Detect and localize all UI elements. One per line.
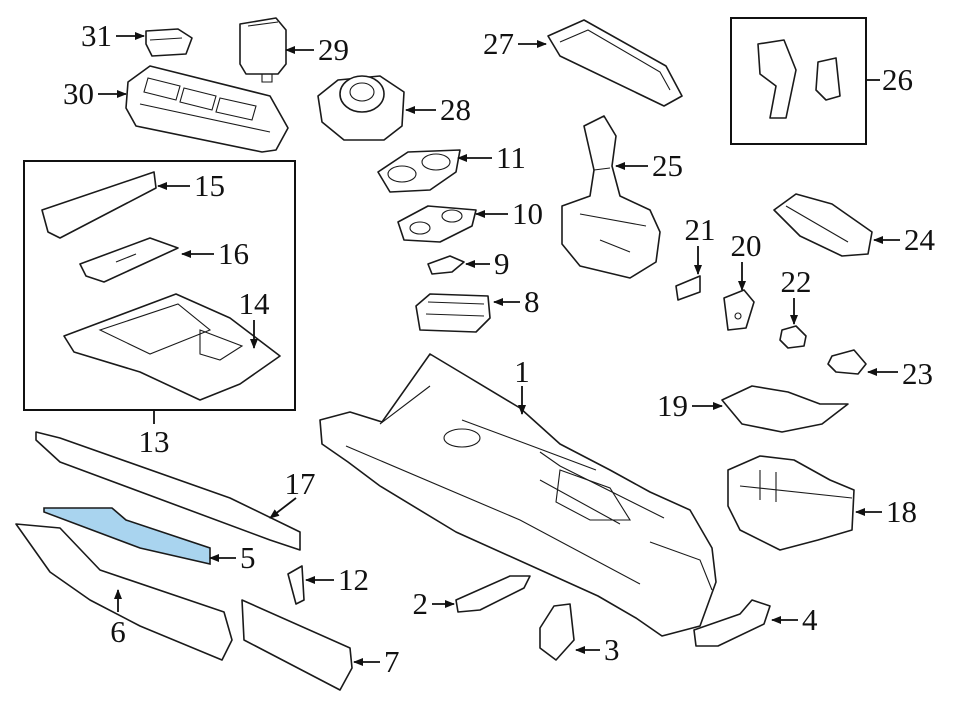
callout-labels: 1 2 3 4 5 6 7 8 9 10 11 12 13 14 15 16 1… xyxy=(63,18,936,679)
part-24-tray[interactable] xyxy=(773,193,873,257)
part-22-clip[interactable] xyxy=(779,325,807,349)
part-1-console[interactable] xyxy=(319,353,717,637)
callout-16: 16 xyxy=(218,236,249,271)
callout-15: 15 xyxy=(194,168,225,203)
part-21-pad[interactable] xyxy=(675,275,701,301)
part-7-end-panel[interactable] xyxy=(241,599,353,691)
callout-11: 11 xyxy=(496,140,526,175)
part-19-insulator[interactable] xyxy=(721,385,849,433)
part-29-module[interactable] xyxy=(239,17,287,83)
callout-10: 10 xyxy=(512,196,543,231)
callout-20: 20 xyxy=(731,228,762,263)
callout-17: 17 xyxy=(285,466,316,501)
callout-8: 8 xyxy=(524,284,540,319)
part-30-switch-panel[interactable] xyxy=(125,65,289,153)
callout-28: 28 xyxy=(440,92,471,127)
callout-2: 2 xyxy=(413,586,429,621)
part-28-controller[interactable] xyxy=(317,75,405,141)
part-17-long-trim[interactable] xyxy=(35,431,301,551)
part-9-insert[interactable] xyxy=(427,255,465,275)
callout-27: 27 xyxy=(483,26,514,61)
callout-19: 19 xyxy=(657,388,688,423)
part-25-shifter[interactable] xyxy=(561,115,661,279)
part-14-bezel[interactable] xyxy=(63,293,281,401)
part-23-socket[interactable] xyxy=(827,349,867,375)
callout-4: 4 xyxy=(802,602,818,637)
callout-13: 13 xyxy=(139,424,170,459)
inset-frame-26 xyxy=(730,17,867,145)
callout-30: 30 xyxy=(63,76,94,111)
part-11-cupholder-trim[interactable] xyxy=(377,149,461,193)
part-4-bracket[interactable] xyxy=(693,599,771,647)
callout-12: 12 xyxy=(338,562,369,597)
part-2-bracket[interactable] xyxy=(455,575,531,613)
part-27-trim-lid[interactable] xyxy=(547,19,683,107)
callout-23: 23 xyxy=(902,356,933,391)
part-8-switch-block[interactable] xyxy=(415,293,491,333)
part-6-side-panel[interactable] xyxy=(15,523,233,661)
part-16-cover[interactable] xyxy=(79,237,179,283)
callout-31: 31 xyxy=(81,18,112,53)
callout-5: 5 xyxy=(240,540,256,575)
part-26-clips[interactable] xyxy=(757,39,841,119)
callout-1: 1 xyxy=(514,354,530,389)
callout-21: 21 xyxy=(685,212,716,247)
callout-25: 25 xyxy=(652,148,683,183)
part-12-clip[interactable] xyxy=(287,565,305,605)
callout-arrows xyxy=(98,32,900,666)
part-20-bracket[interactable] xyxy=(723,289,755,331)
callout-22: 22 xyxy=(781,264,812,299)
callout-6: 6 xyxy=(110,614,126,649)
arrow-17 xyxy=(269,497,297,519)
callout-26: 26 xyxy=(882,62,913,97)
part-31-switch[interactable] xyxy=(145,28,193,57)
callout-3: 3 xyxy=(604,632,620,667)
inset-frame-13 xyxy=(23,160,296,411)
part-3-bracket[interactable] xyxy=(539,603,575,661)
callout-14: 14 xyxy=(239,286,271,321)
part-15-trim-strip[interactable] xyxy=(41,171,157,239)
callout-18: 18 xyxy=(886,494,917,529)
part-18-bin[interactable] xyxy=(727,455,855,551)
callout-9: 9 xyxy=(494,246,510,281)
callout-7: 7 xyxy=(384,644,400,679)
part-10-mat[interactable] xyxy=(397,205,477,243)
callout-29: 29 xyxy=(318,32,349,67)
callout-24: 24 xyxy=(904,222,936,257)
